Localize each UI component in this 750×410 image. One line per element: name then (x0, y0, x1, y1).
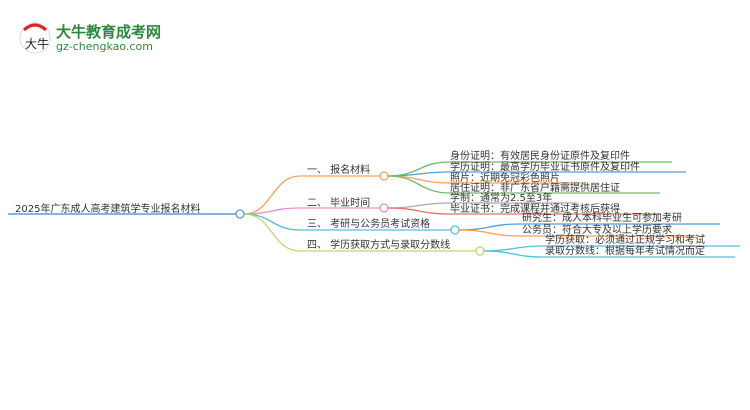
leaf[interactable]: 身份证明：有效居民身份证原件及复印件 (450, 151, 630, 162)
leaf-connector (387, 202, 451, 209)
leaf-connector (387, 207, 451, 215)
logo: 大牛 大牛教育成考网 gz-chengkao.com (18, 18, 178, 58)
brand-name: 大牛教育成考网 (56, 23, 162, 41)
root-node-circle (235, 209, 245, 219)
leaf[interactable]: 学制：通常为2.5至3年 (450, 193, 553, 204)
leaf[interactable]: 照片：近期免冠彩色照片 (450, 173, 560, 184)
leaf[interactable]: 研究生：成人本科毕业生可参加考研 (522, 213, 682, 224)
logo-mark-icon: 大牛 (19, 22, 51, 54)
branch-node-circle (450, 225, 460, 235)
branch-node-circle (379, 203, 389, 213)
branch-1[interactable]: 一、 报名材料 (307, 165, 371, 176)
leaf-connector (387, 171, 451, 177)
leaf[interactable]: 毕业证书：完成课程并通过考核后获得 (450, 204, 620, 215)
leaf-connector (483, 245, 544, 252)
leaf-connector (483, 250, 544, 258)
leaf[interactable]: 学历证明：最高学历毕业证书原件及复印件 (450, 162, 640, 173)
leaf[interactable]: 学历获取：必须通过正规学习和考试 (545, 235, 705, 246)
branch-node-circle (379, 171, 389, 181)
branch-4[interactable]: 四、 学历获取方式与录取分数线 (307, 240, 451, 251)
brand-url: gz-chengkao.com (56, 40, 153, 53)
leaf-connector (458, 229, 521, 237)
branch-connector (243, 207, 301, 215)
leaf-connector (387, 175, 451, 194)
branch-connector (243, 175, 301, 215)
svg-text:大牛: 大牛 (25, 36, 49, 51)
leaf[interactable]: 居住证明：非广东省户籍需提供居住证 (450, 183, 620, 194)
leaf-connector (458, 223, 521, 231)
leaf[interactable]: 公务员：符合大专及以上学历要求 (522, 225, 672, 236)
branch-2[interactable]: 二、 毕业时间 (307, 198, 371, 209)
branch-connector (243, 213, 301, 252)
branch-3[interactable]: 三、 考研与公务员考试资格 (307, 219, 431, 230)
leaf[interactable]: 录取分数线：根据每年考试情况而定 (545, 246, 705, 257)
root-node[interactable]: 2025年广东成人高考建筑学专业报名材料 (15, 204, 201, 215)
branch-node-circle (475, 246, 485, 256)
branch-connector (243, 213, 301, 231)
